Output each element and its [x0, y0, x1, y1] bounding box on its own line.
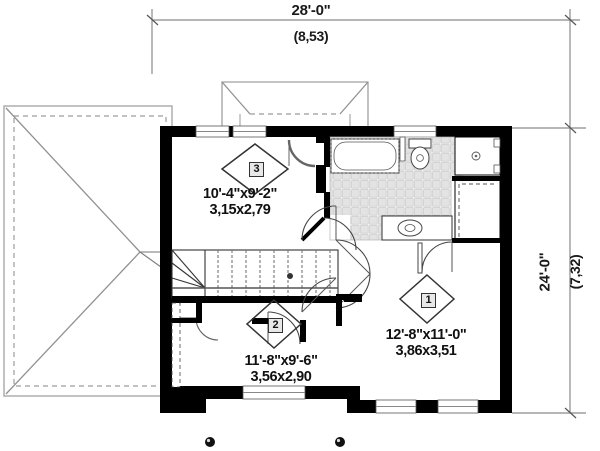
room3-door	[287, 137, 326, 193]
room-1-metric: 3,86x3,51	[395, 343, 457, 360]
room-tag-2-number: 2	[268, 318, 283, 333]
room-3-metric: 3,15x2,79	[209, 202, 271, 219]
room-2-label: 11'-8"x9'-6" 3,56x2,90	[244, 353, 317, 385]
bathroom-door	[300, 216, 357, 251]
overall-dimension-top-metric: (8,53)	[293, 28, 329, 44]
room-tag-1-number: 1	[421, 293, 436, 308]
bathtub-fixture	[330, 138, 400, 174]
room-3-label: 10'-4"x9'-2" 3,15x2,79	[203, 186, 277, 218]
water-closet	[454, 136, 501, 176]
room2-partition	[171, 302, 219, 388]
toilet-fixture	[408, 138, 432, 170]
vanity-sink-fixture	[381, 215, 453, 241]
overall-dimension-right-metric: (7,32)	[567, 254, 583, 290]
room-tag-2	[245, 298, 303, 350]
hip-roof-below	[3, 105, 173, 397]
dimension-lines	[146, 9, 586, 419]
room-tag-1	[398, 273, 456, 325]
closet	[417, 176, 501, 274]
room-tag-3-number: 3	[249, 162, 264, 177]
room-2-metric: 3,56x2,90	[250, 369, 312, 386]
room-1-imperial: 12'-8"x11'-0"	[385, 327, 467, 343]
overall-dimension-right-imperial: 24'-0"	[536, 252, 554, 292]
central-hall	[252, 205, 371, 345]
room-1-label: 12'-8"x11'-0" 3,86x3,51	[386, 327, 467, 359]
room-2-imperial: 11'-8"x9'-6"	[244, 353, 318, 369]
overall-dimension-top-imperial: 28'-0"	[291, 2, 331, 19]
post-markers	[205, 437, 345, 447]
bathroom	[300, 136, 463, 251]
room-tag-3	[220, 143, 290, 195]
room-3-imperial: 10'-4"x9'-2"	[203, 186, 277, 202]
